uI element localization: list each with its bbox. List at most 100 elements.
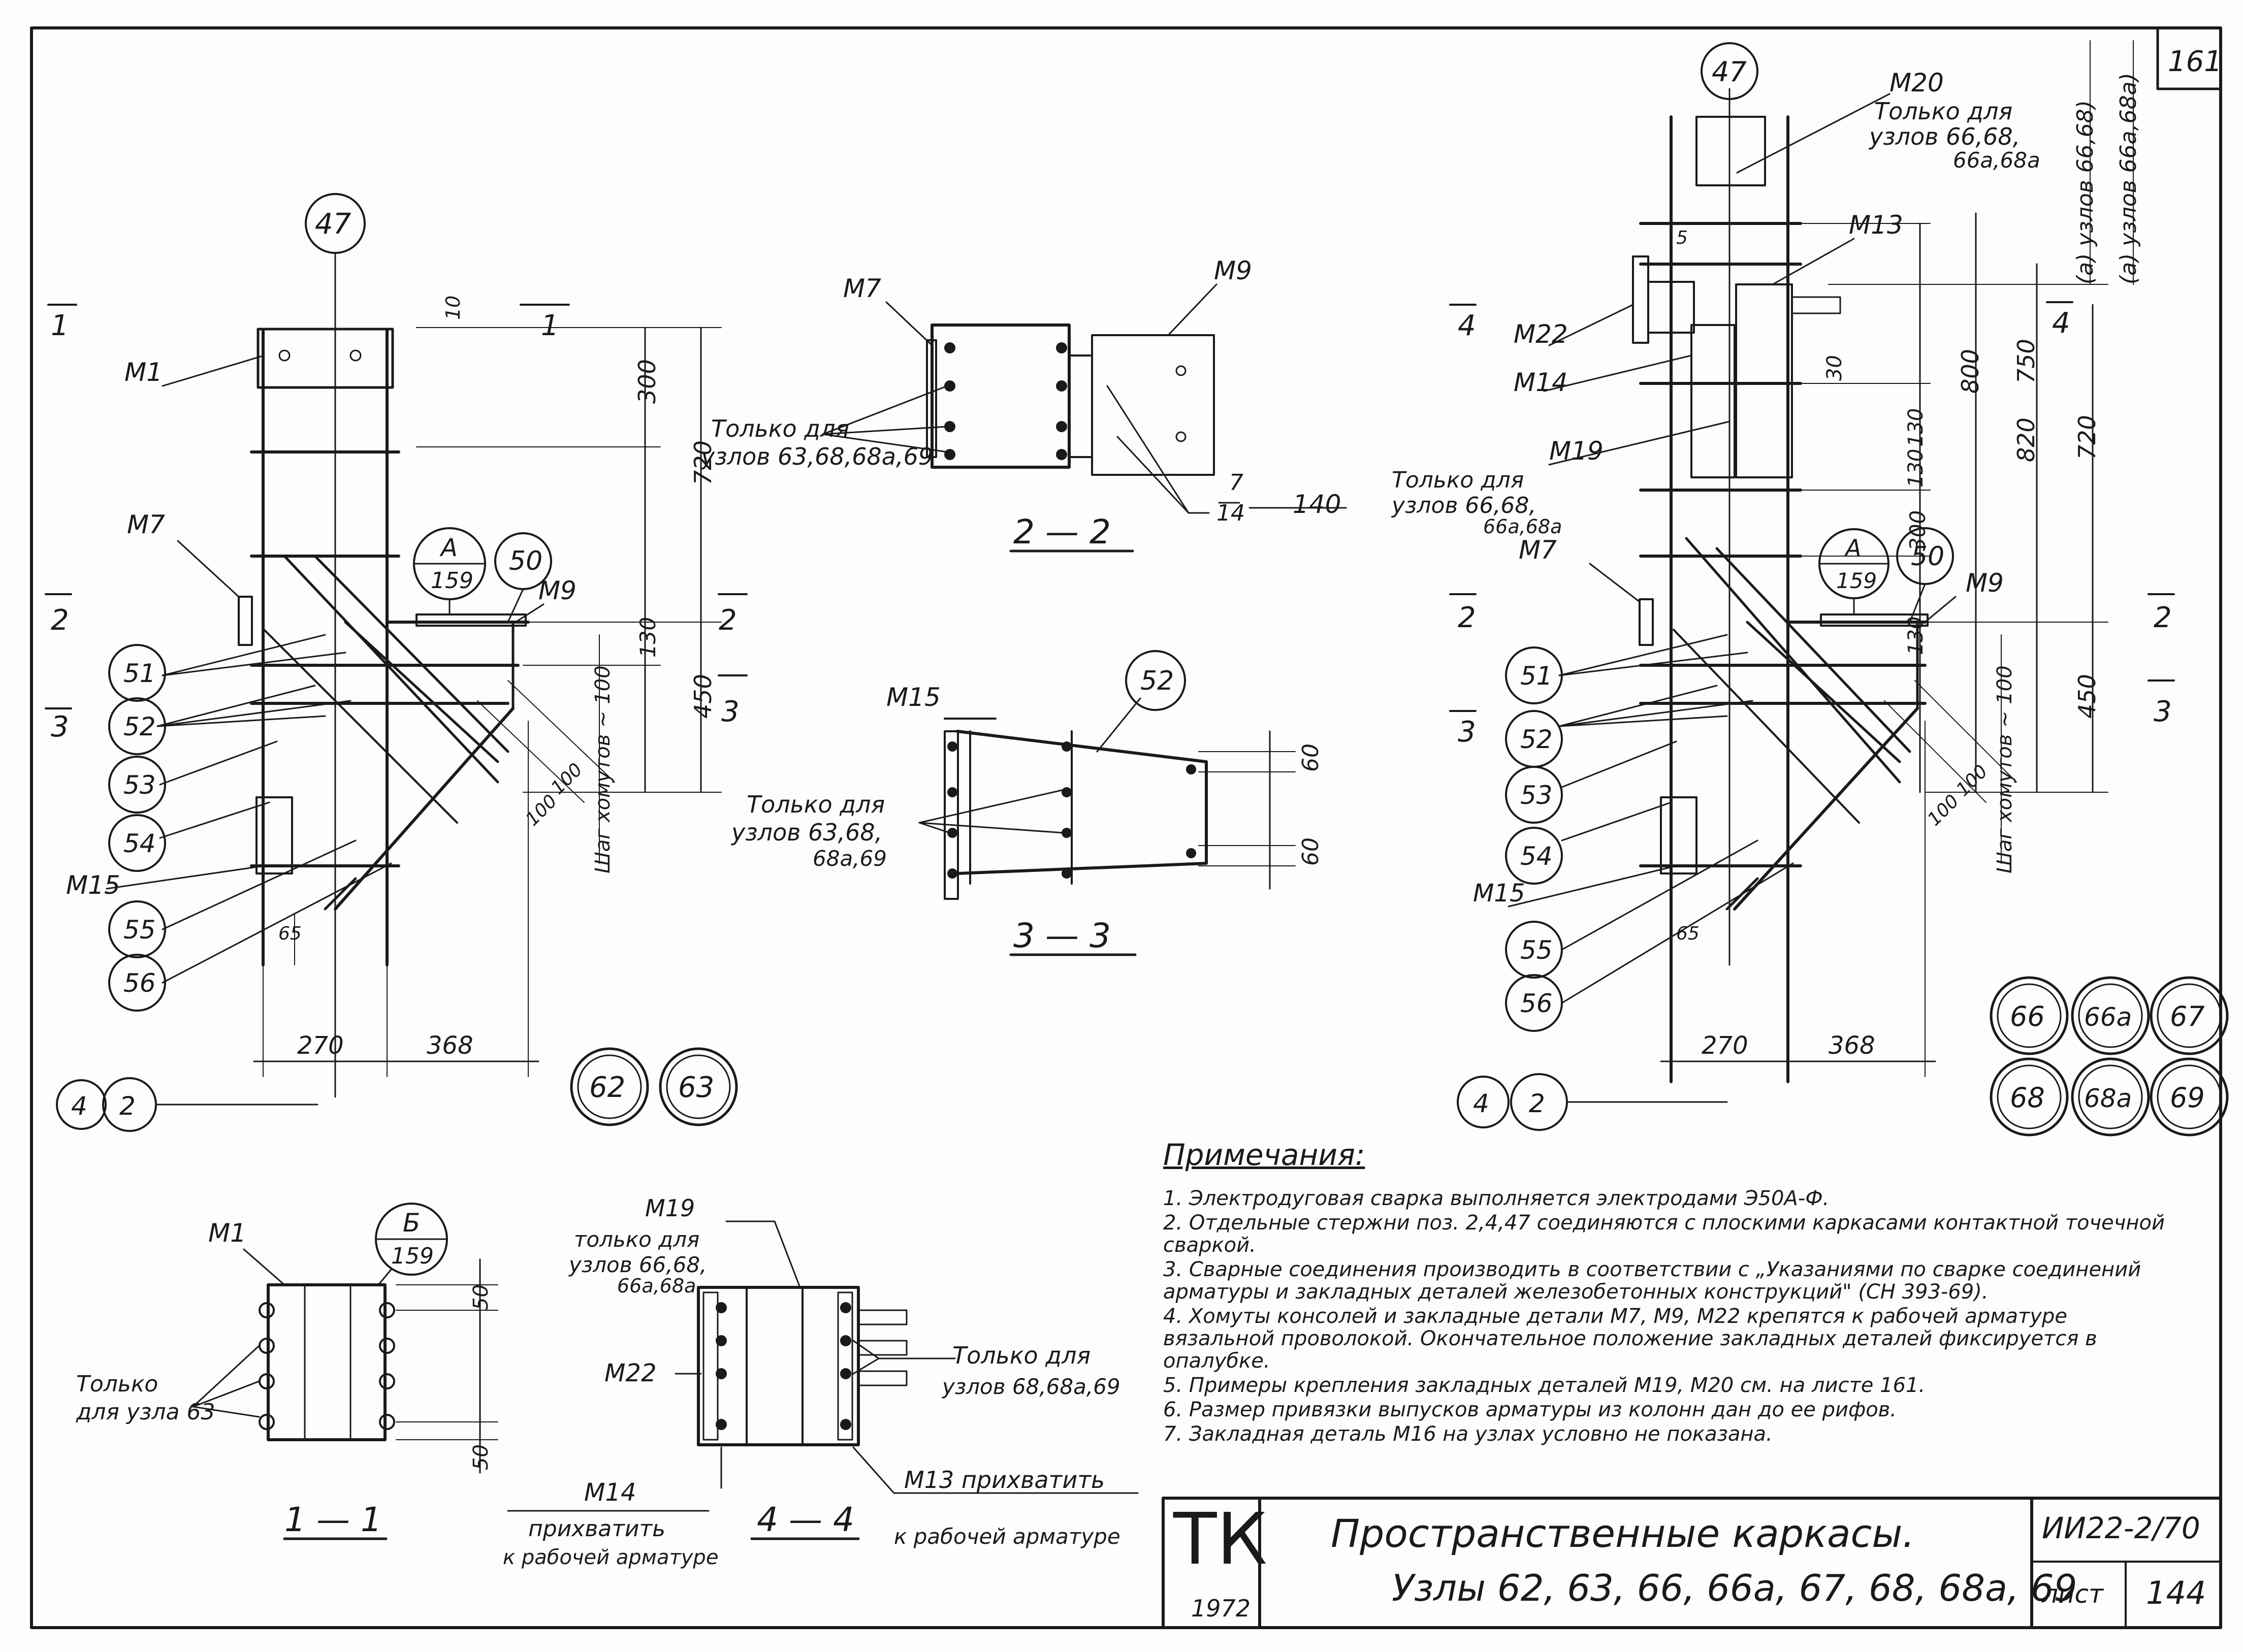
s22-note-line1: Только для [711, 415, 849, 442]
note-item: 7. Закладная деталь М16 на узлах условно… [1163, 1422, 1773, 1446]
left-dim-10: 10 [442, 296, 464, 320]
sheet-number: 144 [2146, 1574, 2206, 1611]
s11-ref-top: Б [403, 1208, 420, 1238]
left-pos-51: 51 [123, 659, 156, 688]
s44-m14-note-line1: прихватить [528, 1516, 665, 1542]
left-dim-65: 65 [278, 923, 302, 944]
node-number-63: 63 [678, 1071, 714, 1104]
notes-block: Примечания: 1. Электродуговая сварка вып… [1163, 1138, 2169, 1447]
right-label-m14: М14 [1514, 368, 1568, 397]
s22-dim-140: 140 [1293, 490, 1341, 519]
right-dim-720: 720 [2073, 415, 2101, 460]
org-mark: ТК [1173, 1498, 1267, 1581]
node-number-66: 66 [2010, 1000, 2045, 1032]
right-m19-note-line3: 66а,68а [1483, 515, 1562, 538]
note-item: 6. Размер привязки выпусков арматуры из … [1163, 1398, 1897, 1421]
node-number-66a: 66а [2084, 1002, 2132, 1032]
title-line-1: Пространственные каркасы. [1331, 1511, 1915, 1556]
right-label-m22: М22 [1514, 319, 1568, 349]
right-section-mark-3b: 3 [2154, 695, 2172, 728]
left-dim-450: 450 [689, 674, 717, 719]
left-dim-step: Шаг хомутов ~ 100 [591, 665, 615, 873]
right-section-mark-3a: 3 [1458, 716, 1476, 749]
right-dim-130c: 130 [1904, 617, 1928, 655]
right-pos-51: 51 [1520, 661, 1553, 691]
right-bubble-4: 4 [1473, 1089, 1489, 1118]
title-line-2: Узлы 62, 63, 66, 66а, 67, 68, 68а, 69 [1392, 1567, 2077, 1609]
right-label-m9: М9 [1966, 568, 2004, 598]
note-item: 3. Сварные соединения производить в соот… [1163, 1258, 2141, 1304]
s22-caption: 2 — 2 [1013, 512, 1111, 552]
right-m19-note-line2: узлов 66,68, [1391, 493, 1536, 519]
right-m19-note-line1: Только для [1392, 467, 1524, 493]
s33-dim-60b: 60 [1298, 837, 1324, 866]
right-label-m15: М15 [1473, 879, 1525, 908]
right-dim-270: 270 [1702, 1031, 1748, 1060]
note-item: 5. Примеры крепления закладных деталей М… [1163, 1374, 1926, 1397]
s11-ref-bottom: 159 [391, 1243, 434, 1269]
s44-m14: М14 [584, 1478, 636, 1507]
node-number-68: 68 [2010, 1082, 2045, 1114]
right-dim-130a: 130 [1904, 408, 1928, 447]
sheet-frame [30, 26, 2222, 1629]
right-m20-line3: узлов 66,68, [1868, 123, 2020, 150]
left-section-mark-2b: 2 [719, 604, 737, 637]
right-dim-820: 820 [2012, 417, 2040, 462]
left-section-mark-1b: 1 [541, 309, 559, 342]
s11-note-line2: для узла 63 [76, 1399, 215, 1425]
left-label-m9: М9 [538, 576, 576, 605]
right-dim-100b: 100 [1952, 761, 1992, 801]
left-detail-ref-bottom: 159 [431, 568, 473, 594]
left-dim-270: 270 [297, 1031, 344, 1060]
note-item: 1. Электродуговая сварка выполняется эле… [1163, 1187, 1830, 1210]
sheet-label: лист [2042, 1579, 2104, 1609]
left-view [45, 193, 748, 1132]
right-m20-line2: Только для [1874, 98, 2012, 125]
right-pos-52: 52 [1520, 725, 1553, 754]
s22-m7: М7 [843, 274, 881, 303]
left-label-m15: М15 [66, 870, 120, 900]
note-item: 2. Отдельные стержни поз. 2,4,47 соединя… [1163, 1211, 2165, 1257]
s22-frac-bottom: 14 [1216, 500, 1245, 526]
left-label-m7: М7 [127, 510, 165, 539]
right-section-mark-4b: 4 [2052, 307, 2070, 340]
s33-m15: М15 [886, 683, 941, 712]
right-view [1449, 40, 2229, 1137]
s44-m14-note-line2: к рабочей арматуре [503, 1546, 718, 1569]
left-section-mark-3a: 3 [51, 710, 69, 743]
right-detail-ref-bottom: 159 [1836, 568, 1877, 593]
left-bubble-4: 4 [71, 1091, 87, 1121]
right-label-m7: М7 [1519, 535, 1557, 565]
right-detail-ref-top: А [1844, 534, 1861, 562]
node-number-62: 62 [589, 1071, 625, 1104]
left-dim-300: 300 [633, 359, 661, 404]
s33-note-line3: 68а,69 [813, 846, 887, 871]
right-bubble-47: 47 [1712, 56, 1747, 88]
right-dim-450: 450 [2073, 674, 2101, 719]
right-dim-750: 750 [2012, 339, 2040, 383]
s11-caption: 1 — 1 [284, 1500, 382, 1539]
right-dim-100a: 100 [1924, 791, 1963, 830]
s11-m1: М1 [208, 1218, 246, 1248]
left-dim-720: 720 [689, 440, 717, 485]
left-dim-368: 368 [427, 1031, 473, 1060]
s22-m9: М9 [1214, 256, 1252, 285]
s33-pos-52: 52 [1140, 666, 1174, 696]
node-number-68a: 68а [2084, 1084, 2132, 1113]
right-dim-300: 300 [1905, 510, 1930, 551]
right-dim-step: Шаг хомутов ~ 100 [1993, 665, 2016, 873]
notes-heading: Примечания: [1163, 1138, 1365, 1172]
s11-dim-50b: 50 [469, 1444, 493, 1470]
corner-number: 161 [2168, 45, 2222, 78]
s33-note-line2: узлов 63,68, [730, 819, 882, 846]
s44-right-note-line1: Только для [952, 1342, 1091, 1369]
right-pos-53: 53 [1520, 781, 1553, 810]
left-dim-130: 130 [635, 617, 660, 658]
s44-note-line3: 66а,68а [617, 1275, 696, 1297]
right-dim-368: 368 [1829, 1031, 1875, 1060]
left-pos-54: 54 [123, 829, 156, 858]
left-pos-55: 55 [123, 915, 156, 945]
right-vert-note-b: (а) узлов 66а,68а) [2116, 73, 2141, 284]
